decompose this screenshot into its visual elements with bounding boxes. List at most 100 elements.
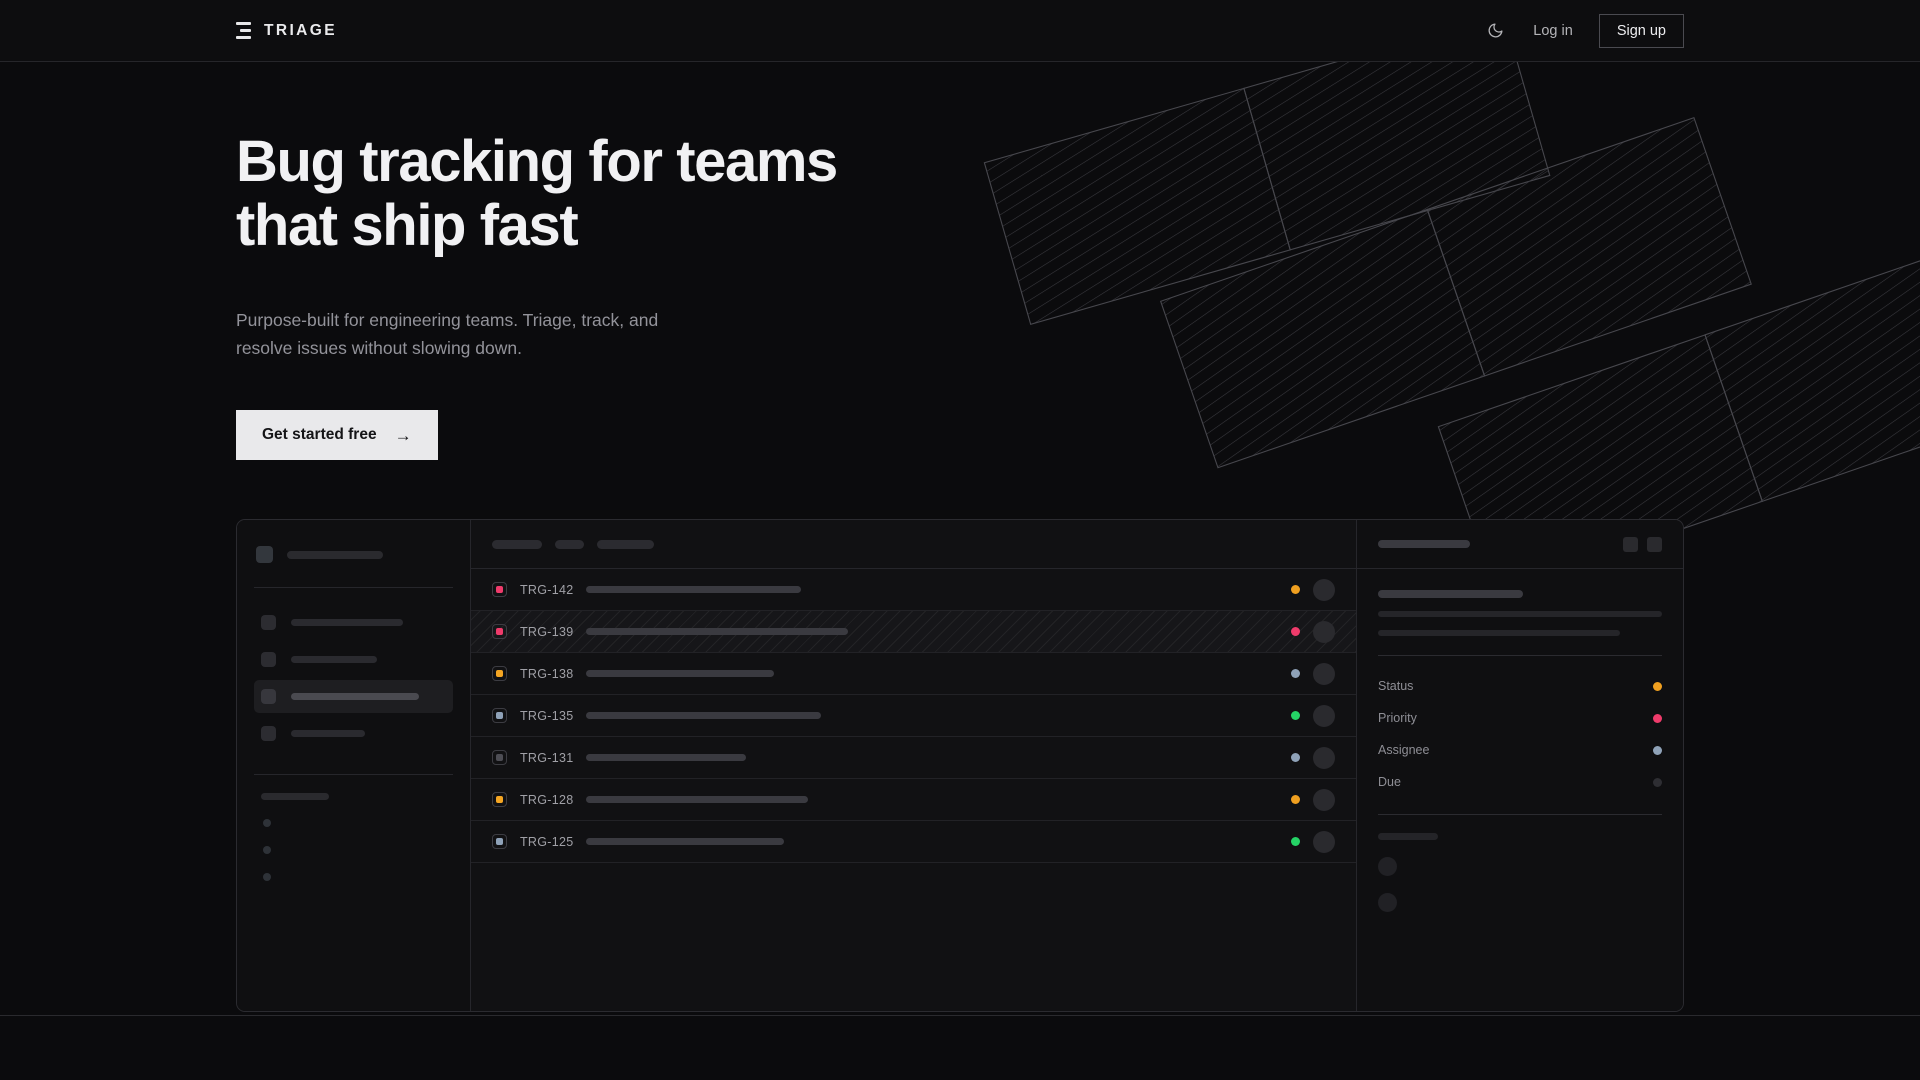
priority-badge[interactable] [492,624,507,640]
detail-header [1357,520,1683,570]
detail-meta-row-assignee[interactable]: Assignee [1378,734,1662,766]
sidebar-item-icon [261,652,276,668]
issue-title-skeleton [586,670,774,678]
status-badge[interactable] [1291,837,1300,847]
detail-meta-label: Assignee [1378,743,1430,758]
avatar[interactable] [1313,704,1335,727]
comment-avatar-0[interactable] [1378,857,1397,877]
comment-avatar-1[interactable] [1378,893,1397,913]
brand-name: TRIAGE [264,21,337,39]
detail-action-button-0[interactable] [1623,536,1638,552]
detail-meta-value-dot[interactable] [1653,745,1662,755]
page-title: Bug tracking for teams that ship fast [236,129,1036,259]
issue-id: TRG-135 [520,708,574,723]
table-row[interactable]: TRG-139 [471,611,1356,654]
brand-logo[interactable]: TRIAGE [236,22,337,40]
detail-meta-value-dot[interactable] [1653,713,1662,723]
priority-badge[interactable] [492,792,507,808]
detail-action-button-1[interactable] [1647,536,1662,552]
issue-id: TRG-138 [520,666,574,681]
sidebar-sub-item-1[interactable] [263,846,271,855]
issue-id: TRG-131 [520,750,574,765]
priority-badge[interactable] [492,834,507,850]
priority-badge[interactable] [492,750,507,766]
sidebar-item-1[interactable] [254,643,453,676]
table-row[interactable]: TRG-128 [471,779,1356,822]
avatar[interactable] [1313,830,1335,853]
detail-header-actions [1623,536,1662,552]
sidebar-item-0[interactable] [254,606,453,639]
issue-id: TRG-125 [520,834,574,849]
detail-description-skeleton [1378,611,1662,637]
hero-section: Bug tracking for teams that ship fast Pu… [0,62,1920,461]
status-badge[interactable] [1291,669,1300,679]
status-badge[interactable] [1291,795,1300,805]
issue-id: TRG-139 [520,624,574,639]
sidebar-item-icon [261,726,276,742]
detail-meta-row-priority[interactable]: Priority [1378,702,1662,734]
avatar[interactable] [1313,620,1335,643]
sidebar-section [254,793,453,882]
table-row[interactable]: TRG-142 [471,569,1356,612]
get-started-button[interactable]: Get started free → [236,410,438,461]
issue-title-skeleton [586,796,808,804]
status-badge[interactable] [1291,711,1300,721]
issue-title-skeleton [586,838,784,846]
signup-button[interactable]: Sign up [1598,13,1684,48]
detail-meta-label: Priority [1378,711,1417,726]
sidebar-sub-item-0[interactable] [263,819,271,828]
toolbar-pill-0[interactable] [492,539,542,549]
status-badge[interactable] [1291,585,1300,595]
avatar[interactable] [1313,746,1335,769]
site-header: TRIAGE Log in Sign up [0,0,1920,62]
detail-meta-value-dot[interactable] [1653,681,1662,691]
status-badge[interactable] [1291,627,1300,637]
login-link[interactable]: Log in [1533,22,1573,39]
detail-description-line-0 [1378,611,1662,618]
workspace-switcher[interactable] [254,542,453,564]
table-row[interactable]: TRG-125 [471,821,1356,864]
table-row[interactable]: TRG-135 [471,695,1356,738]
issue-title-skeleton [586,754,746,762]
detail-description-line-1 [1378,630,1620,637]
issue-id: TRG-128 [520,792,574,807]
detail-meta-value-dot[interactable] [1653,777,1662,787]
sidebar-item-2[interactable] [254,680,453,714]
sidebar-sub-item-2[interactable] [263,873,271,882]
workspace-name-skeleton [287,550,383,559]
detail-meta-row-due[interactable]: Due [1378,766,1662,798]
issue-title-skeleton [586,712,821,720]
issue-id: TRG-142 [520,582,574,597]
priority-badge[interactable] [492,582,507,598]
priority-badge[interactable] [492,666,507,682]
row-meta [1291,704,1335,727]
detail-meta-label: Due [1378,775,1401,790]
priority-badge[interactable] [492,708,507,724]
detail-divider-bottom [1378,814,1662,816]
moon-icon[interactable] [1483,19,1507,43]
table-row[interactable]: TRG-138 [471,653,1356,696]
toolbar-pill-2[interactable] [597,539,654,549]
sidebar-item-label-skeleton [291,656,377,664]
row-meta [1291,620,1335,643]
sidebar-item-3[interactable] [254,717,453,750]
toolbar-pill-1[interactable] [555,539,584,549]
row-meta [1291,830,1335,853]
avatar[interactable] [1313,578,1335,601]
comment-avatars [1378,857,1662,913]
row-meta [1291,788,1335,811]
detail-issue-title-skeleton [1378,590,1523,599]
row-meta [1291,746,1335,769]
avatar[interactable] [1313,788,1335,811]
avatar[interactable] [1313,662,1335,685]
status-badge[interactable] [1291,753,1300,763]
detail-meta-row-status[interactable]: Status [1378,670,1662,702]
headline-line-1: Bug tracking for teams [236,129,838,194]
table-row[interactable]: TRG-131 [471,737,1356,780]
detail-divider [1378,655,1662,657]
